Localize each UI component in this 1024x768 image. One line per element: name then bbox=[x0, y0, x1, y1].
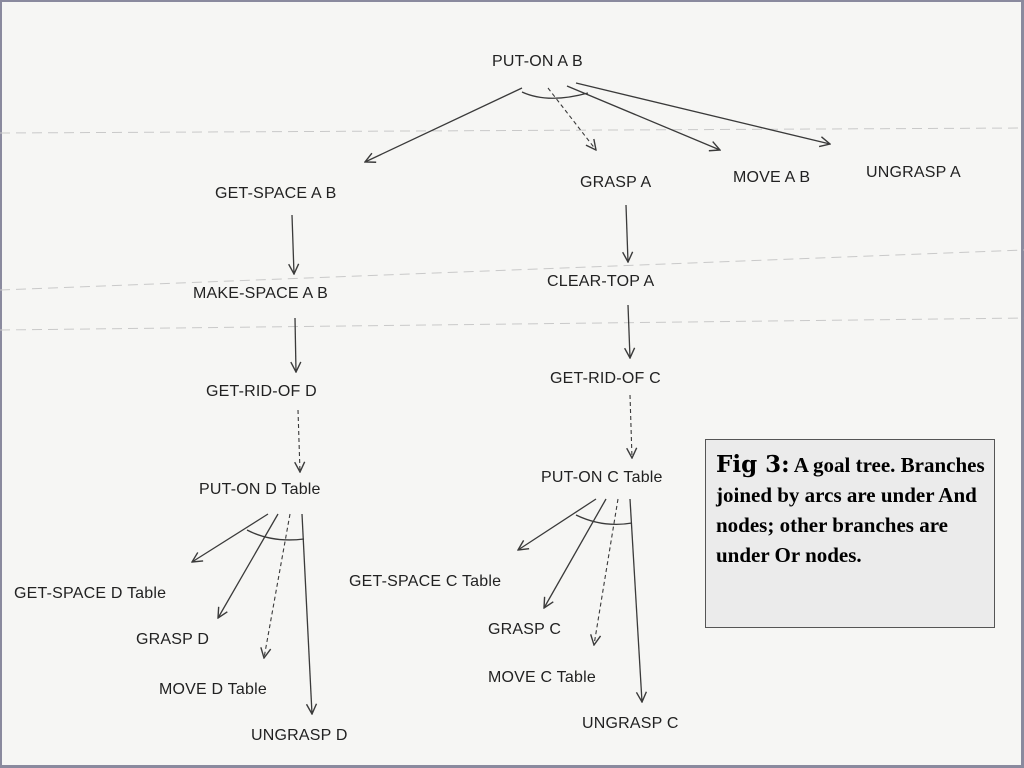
edge-make-space-get-rid-d bbox=[295, 317, 296, 372]
edge-root-grasp bbox=[547, 87, 596, 150]
edges-right-chain bbox=[626, 204, 632, 458]
node-put-on-d-table: PUT-ON D Table bbox=[199, 481, 321, 498]
node-grasp-c: GRASP C bbox=[488, 621, 561, 638]
edge-clear-top-get-rid-c bbox=[628, 304, 630, 358]
edge-root-ungrasp bbox=[575, 82, 830, 144]
edge-put-on-c-ungrasp bbox=[629, 498, 642, 702]
edge-grasp-clear-top bbox=[626, 204, 628, 262]
node-move-a-b: MOVE A B bbox=[733, 169, 810, 186]
node-labels: PUT-ON A B GET-SPACE A B GRASP A MOVE A … bbox=[14, 53, 961, 744]
node-put-on-c-table: PUT-ON C Table bbox=[541, 469, 663, 486]
edge-get-rid-c-put-on-c bbox=[630, 394, 632, 458]
node-grasp-a: GRASP A bbox=[580, 174, 651, 191]
edges-root bbox=[365, 82, 830, 162]
frame-border-right bbox=[1021, 0, 1024, 768]
edge-put-on-c-move bbox=[594, 498, 619, 645]
node-make-space-a-b: MAKE-SPACE A B bbox=[193, 285, 328, 302]
frame-border-left bbox=[0, 0, 2, 768]
node-get-rid-of-c: GET-RID-OF C bbox=[550, 370, 661, 387]
edge-root-move bbox=[566, 85, 720, 150]
frame-border-top bbox=[0, 0, 1024, 2]
edge-put-on-d-ungrasp bbox=[301, 513, 312, 714]
edge-put-on-d-grasp bbox=[218, 513, 279, 618]
and-arc-put-on-c bbox=[575, 514, 633, 526]
and-arc-put-on-d bbox=[246, 529, 305, 541]
edges-put-on-d bbox=[192, 513, 312, 714]
edge-put-on-c-get-space bbox=[518, 498, 597, 550]
scan-artifacts bbox=[0, 127, 1024, 331]
caption-title: Fig 3: bbox=[716, 451, 790, 478]
scan-line bbox=[0, 317, 1024, 331]
edge-put-on-d-move bbox=[264, 513, 291, 658]
node-get-space-c-table: GET-SPACE C Table bbox=[349, 573, 501, 590]
edges-put-on-c bbox=[518, 498, 642, 702]
node-get-space-d-table: GET-SPACE D Table bbox=[14, 585, 166, 602]
node-put-on-a-b: PUT-ON A B bbox=[492, 53, 583, 70]
node-get-space-a-b: GET-SPACE A B bbox=[215, 185, 336, 202]
node-get-rid-of-d: GET-RID-OF D bbox=[206, 383, 317, 400]
node-ungrasp-c: UNGRASP C bbox=[582, 715, 679, 732]
edge-get-space-make-space bbox=[292, 214, 294, 274]
edge-root-get-space bbox=[365, 87, 523, 162]
edge-put-on-d-get-space bbox=[192, 513, 269, 562]
and-arc-root bbox=[521, 91, 589, 99]
edge-put-on-c-grasp bbox=[544, 498, 607, 608]
figure-caption: Fig 3: A goal tree. Branches joined by a… bbox=[705, 439, 995, 628]
edges-left-chain bbox=[292, 214, 300, 472]
scan-line bbox=[0, 127, 1024, 134]
caption-text: A goal tree. Branches joined by arcs are… bbox=[716, 453, 985, 567]
node-ungrasp-a: UNGRASP A bbox=[866, 164, 961, 181]
node-grasp-d: GRASP D bbox=[136, 631, 209, 648]
frame-border-bottom bbox=[0, 765, 1024, 768]
node-ungrasp-d: UNGRASP D bbox=[251, 727, 348, 744]
node-move-c-table: MOVE C Table bbox=[488, 669, 596, 686]
scan-line bbox=[0, 249, 1024, 291]
edge-get-rid-d-put-on-d bbox=[298, 409, 300, 472]
node-clear-top-a: CLEAR-TOP A bbox=[547, 273, 655, 290]
node-move-d-table: MOVE D Table bbox=[159, 681, 267, 698]
